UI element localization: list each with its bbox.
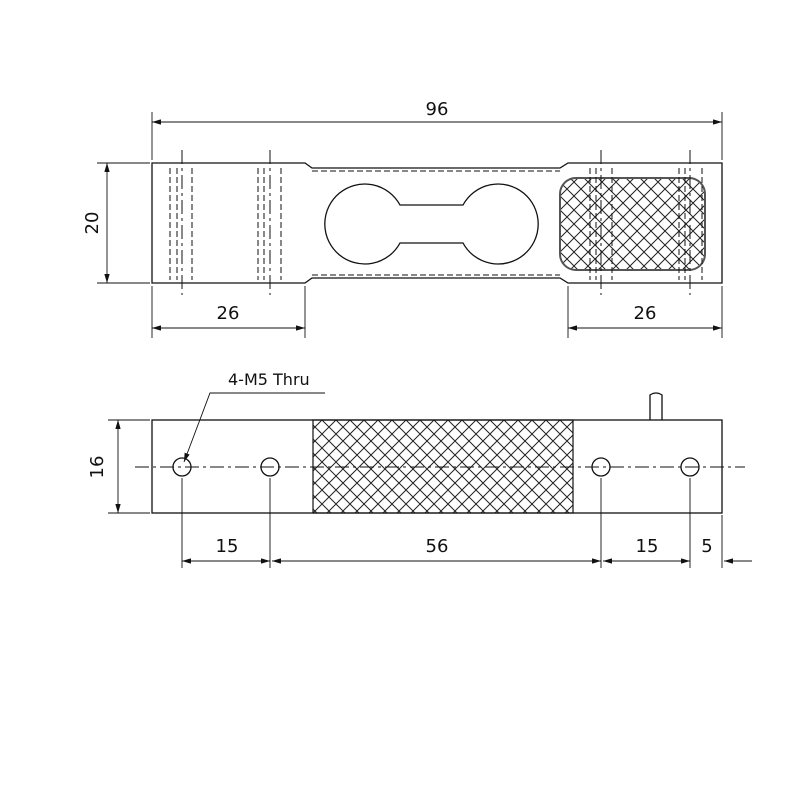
strain-gauge-cover-top: [559, 177, 706, 271]
callout-leader: [183, 392, 325, 463]
dimension-label-length: 96: [426, 99, 449, 120]
hole-icon: [680, 457, 700, 477]
top-view: 96 20 26 26: [82, 99, 723, 338]
hole-icon: [591, 457, 611, 477]
hole-icon: [172, 457, 192, 477]
hole-icon: [260, 457, 280, 477]
dimension-label-15-left: 15: [216, 536, 239, 557]
dimension-label-width: 20: [82, 212, 103, 235]
dimension-label-height: 16: [87, 456, 108, 479]
hidden-holes: [169, 150, 703, 295]
dimension-label-5: 5: [701, 536, 712, 557]
mounting-holes: [172, 457, 700, 477]
dumbbell-cutout: [324, 183, 539, 265]
dimension-label-right-end: 26: [634, 303, 657, 324]
hole-callout: 4-M5 Thru: [228, 370, 310, 389]
dimension-label-56: 56: [426, 536, 449, 557]
side-view: 4-M5 Thru 16 15 56 15 5: [87, 370, 752, 568]
dimension-label-15-right: 15: [636, 536, 659, 557]
cable-stub: [649, 392, 663, 420]
top-view-outline: [151, 162, 723, 284]
dimension-label-left-end: 26: [217, 303, 240, 324]
